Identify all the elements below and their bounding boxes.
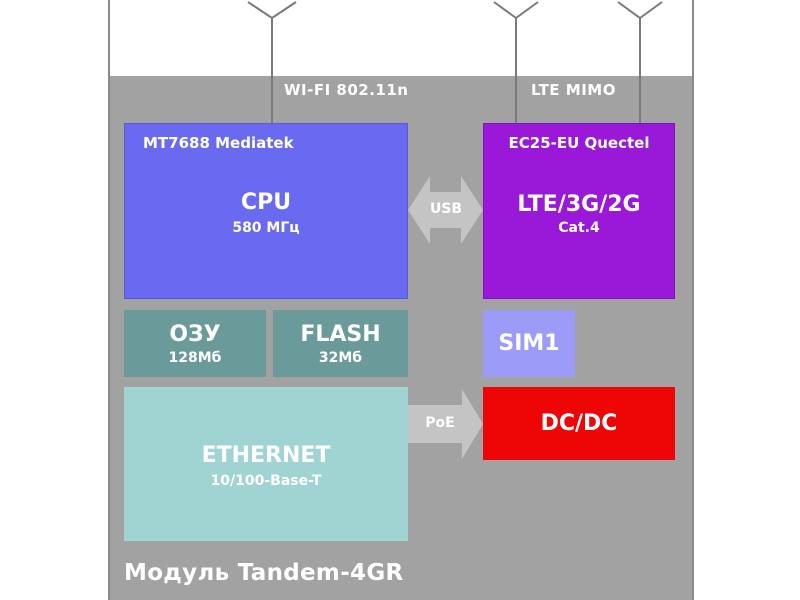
lte-mimo-label: LTE MIMO [531,81,616,99]
poe-arrow-icon [408,389,483,459]
usb-double-arrow-icon [408,176,483,244]
frame-right-line [692,0,694,600]
wifi-antenna-icon [247,1,297,123]
lte-antenna-1-icon [493,1,539,123]
poe-link-label: PoE [425,415,455,431]
modem-vendor: EC25-EU Quectel [508,134,650,152]
wifi-label: WI-FI 802.11n [284,81,409,99]
ram-size: 128Мб [168,350,222,366]
sim-block: SIM1 [483,310,575,377]
modem-title: LTE/3G/2G [517,192,641,217]
ram-title: ОЗУ [169,322,221,347]
ethernet-speed: 10/100-Base-T [210,473,322,489]
dcdc-block: DC/DC [483,387,675,460]
cpu-title: CPU [240,190,292,215]
frame-left-line [108,0,110,600]
module-name: Модуль Tandem-4GR [124,560,404,586]
lte-antenna-2-icon [617,1,663,123]
cpu-frequency: 580 МГц [232,220,300,236]
flash-title: FLASH [300,322,381,347]
ethernet-title: ETHERNET [201,443,331,468]
dcdc-title: DC/DC [540,411,618,436]
ethernet-block: ETHERNET 10/100-Base-T [124,387,408,541]
lte-modem-block: EC25-EU Quectel LTE/3G/2G Cat.4 [483,123,675,299]
cpu-block: MT7688 Mediatek CPU 580 МГц [124,123,408,299]
sim-title: SIM1 [498,331,560,356]
cpu-vendor: MT7688 Mediatek [143,134,294,152]
usb-link-label: USB [429,201,463,217]
ram-block: ОЗУ 128Мб [124,310,266,377]
flash-size: 32Мб [318,350,363,366]
flash-block: FLASH 32Мб [273,310,408,377]
modem-category: Cat.4 [558,220,600,236]
